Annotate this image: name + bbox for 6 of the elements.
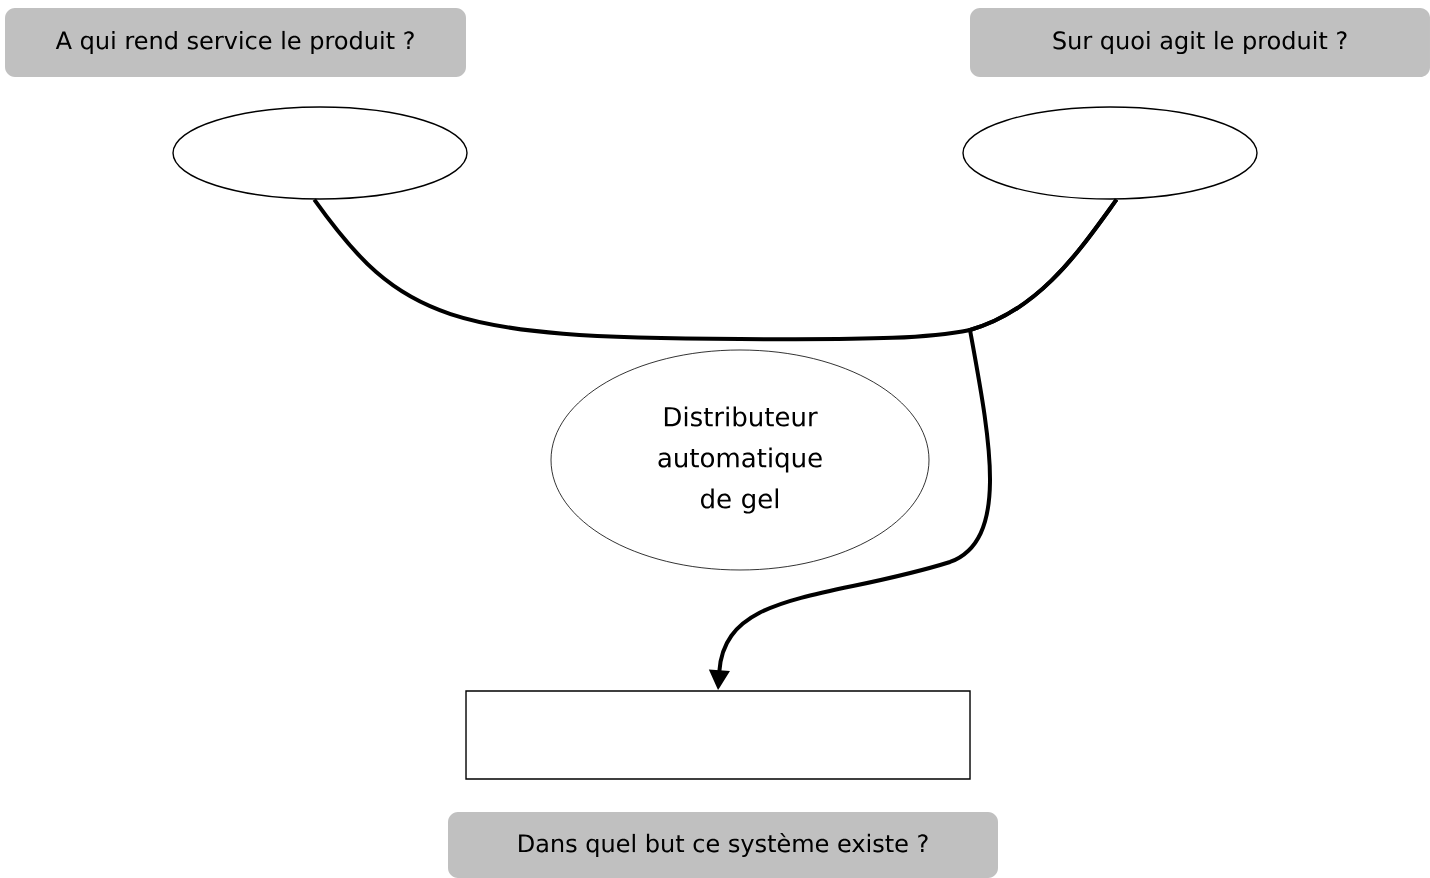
question-box: Sur quoi agit le produit ? — [970, 8, 1430, 77]
question-box: A qui rend service le produit ? — [5, 8, 466, 77]
empty-box — [465, 690, 971, 780]
empty-ellipse — [172, 106, 468, 200]
question-box: Dans quel but ce système existe ? — [448, 812, 998, 878]
empty-ellipse — [962, 106, 1258, 200]
